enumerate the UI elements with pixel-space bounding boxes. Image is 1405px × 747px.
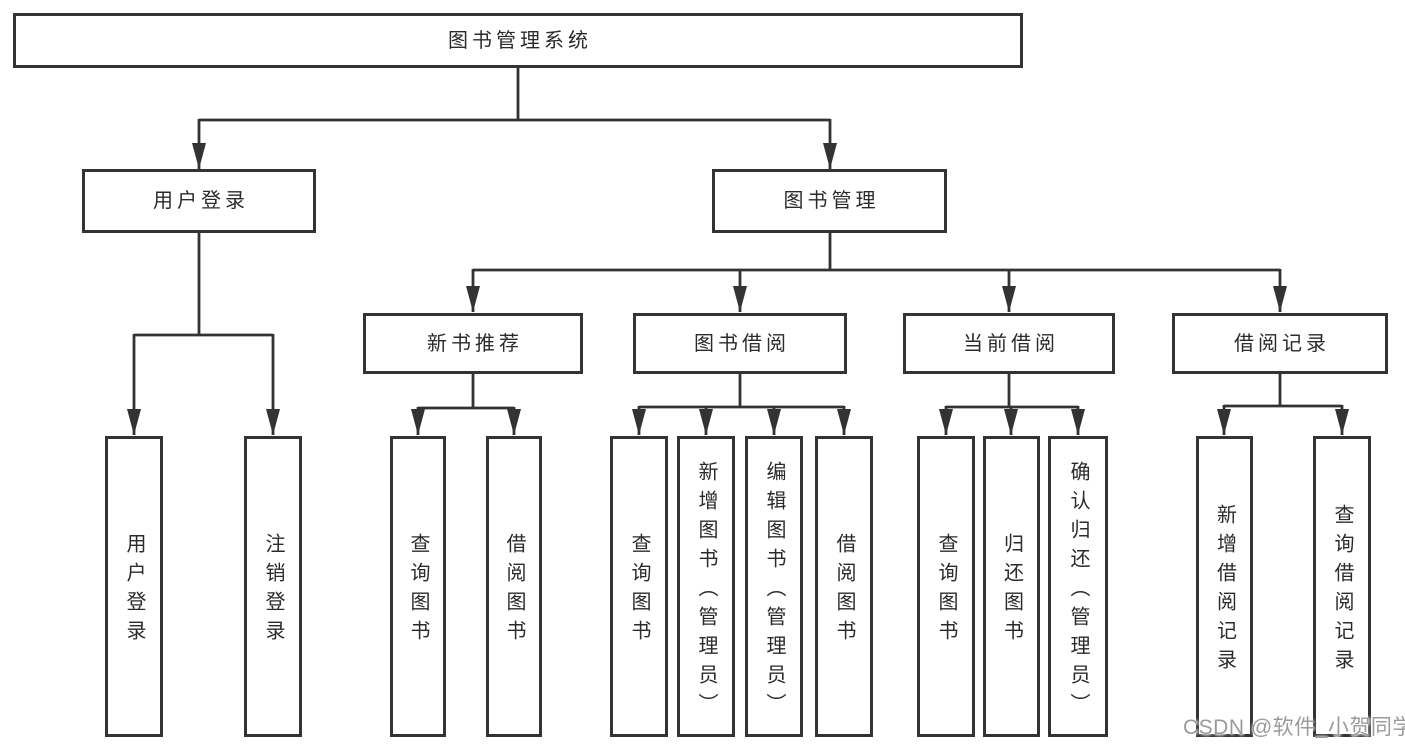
leaf-borrow-book: 借阅图书	[815, 436, 873, 737]
node-current-borrow-label: 当前借阅	[963, 332, 1059, 355]
leaf-add-borrow-record: 新增借阅记录	[1196, 436, 1253, 737]
node-book-management-label: 图书管理	[783, 190, 880, 212]
node-borrow-records: 借阅记录	[1172, 313, 1388, 374]
node-root-label: 图书管理系统	[448, 29, 592, 52]
leaf-user-login-label: 用户登录	[123, 533, 145, 649]
leaf-logout: 注销登录	[244, 436, 302, 737]
leaf-search-book-borrow-label: 查询图书	[628, 533, 650, 649]
node-borrow-records-label: 借阅记录	[1234, 332, 1330, 355]
leaf-borrow-book-recommend-label: 借阅图书	[503, 533, 525, 649]
node-user-login-label: 用户登录	[153, 190, 249, 212]
node-book-management: 图书管理	[712, 169, 947, 233]
leaf-return-book-label: 归还图书	[1000, 533, 1023, 649]
leaf-search-book-borrow: 查询图书	[610, 436, 668, 737]
csdn-watermark: CSDN @软件_小贺同学	[1183, 716, 1405, 739]
leaf-edit-book-admin: 编辑图书（管理员）	[745, 436, 803, 737]
leaf-add-book-admin: 新增图书（管理员）	[677, 436, 735, 737]
leaf-add-book-admin-label: 新增图书（管理员）	[695, 460, 717, 722]
node-user-login: 用户登录	[82, 169, 316, 233]
leaf-search-book-recommend-label: 查询图书	[407, 533, 429, 649]
leaf-search-borrow-record-label: 查询借阅记录	[1331, 504, 1353, 678]
node-new-book-recommend-label: 新书推荐	[427, 332, 523, 355]
leaf-search-book-current: 查询图书	[917, 436, 975, 737]
node-new-book-recommend: 新书推荐	[363, 313, 583, 374]
node-book-borrow-label: 图书借阅	[694, 332, 790, 355]
leaf-search-borrow-record: 查询借阅记录	[1313, 436, 1371, 737]
leaf-borrow-book-label: 借阅图书	[833, 533, 855, 649]
leaf-logout-label: 注销登录	[262, 533, 284, 649]
leaf-edit-book-admin-label: 编辑图书（管理员）	[763, 460, 785, 722]
leaf-search-book-current-label: 查询图书	[935, 533, 957, 649]
leaf-confirm-return-admin-label: 确认归还（管理员）	[1067, 460, 1089, 722]
node-root: 图书管理系统	[13, 13, 1023, 68]
leaf-confirm-return-admin: 确认归还（管理员）	[1048, 436, 1108, 737]
node-book-borrow: 图书借阅	[633, 313, 847, 374]
node-current-borrow: 当前借阅	[903, 313, 1115, 374]
leaf-add-borrow-record-label: 新增借阅记录	[1213, 504, 1236, 678]
leaf-return-book: 归还图书	[983, 436, 1040, 737]
leaf-borrow-book-recommend: 借阅图书	[486, 436, 542, 737]
leaf-search-book-recommend: 查询图书	[390, 436, 446, 737]
leaf-user-login: 用户登录	[105, 436, 163, 737]
